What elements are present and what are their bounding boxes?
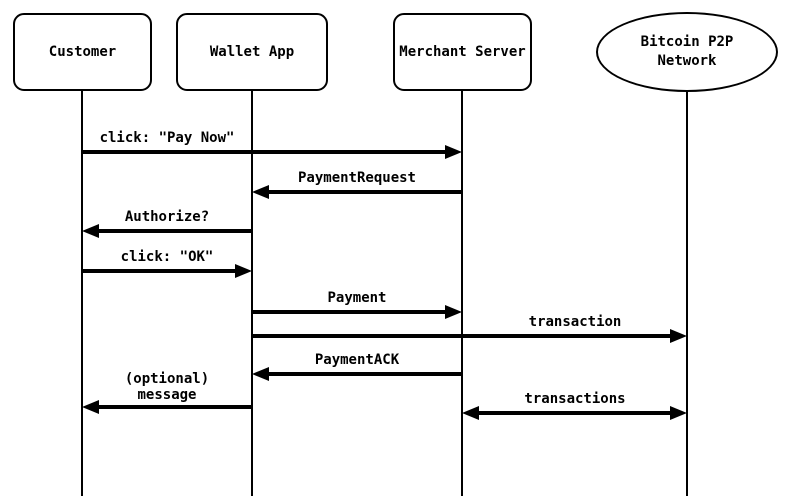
arrowhead-left-icon: [252, 185, 269, 199]
message-label: (optional) message: [124, 371, 210, 403]
arrowhead-left-icon: [82, 224, 99, 238]
message-line: [267, 190, 462, 194]
message-line: [477, 411, 672, 415]
participant-wallet-app: Wallet App: [176, 13, 328, 91]
message-label: PaymentACK: [314, 352, 400, 368]
participant-customer: Customer: [13, 13, 152, 91]
arrowhead-right-icon: [670, 329, 687, 343]
message-line: [82, 150, 447, 154]
arrowhead-left-icon: [82, 400, 99, 414]
message-label: PaymentRequest: [297, 170, 416, 186]
message-line: [267, 372, 462, 376]
participant-merchant-server: Merchant Server: [393, 13, 532, 91]
message-line: [252, 310, 447, 314]
lifeline-wallet-app: [251, 91, 253, 496]
lifeline-merchant-server: [461, 91, 463, 496]
message-label: transaction: [528, 314, 622, 330]
arrowhead-right-icon: [235, 264, 252, 278]
arrowhead-right-icon: [445, 305, 462, 319]
lifeline-bitcoin-p2p-network: [686, 91, 688, 496]
message-line: [97, 405, 252, 409]
message-label: click: "OK": [120, 249, 214, 265]
message-line: [82, 269, 237, 273]
message-line: [97, 229, 252, 233]
arrowhead-left-icon: [462, 406, 479, 420]
arrowhead-right-icon: [445, 145, 462, 159]
lifeline-customer: [81, 91, 83, 496]
message-label: Authorize?: [124, 209, 210, 225]
arrowhead-right-icon: [670, 406, 687, 420]
arrowhead-left-icon: [252, 367, 269, 381]
message-line: [252, 334, 672, 338]
participant-bitcoin-p2p-network: Bitcoin P2P Network: [596, 12, 778, 92]
message-label: click: "Pay Now": [99, 130, 235, 146]
message-label: Payment: [327, 290, 387, 306]
message-label: transactions: [524, 391, 626, 407]
